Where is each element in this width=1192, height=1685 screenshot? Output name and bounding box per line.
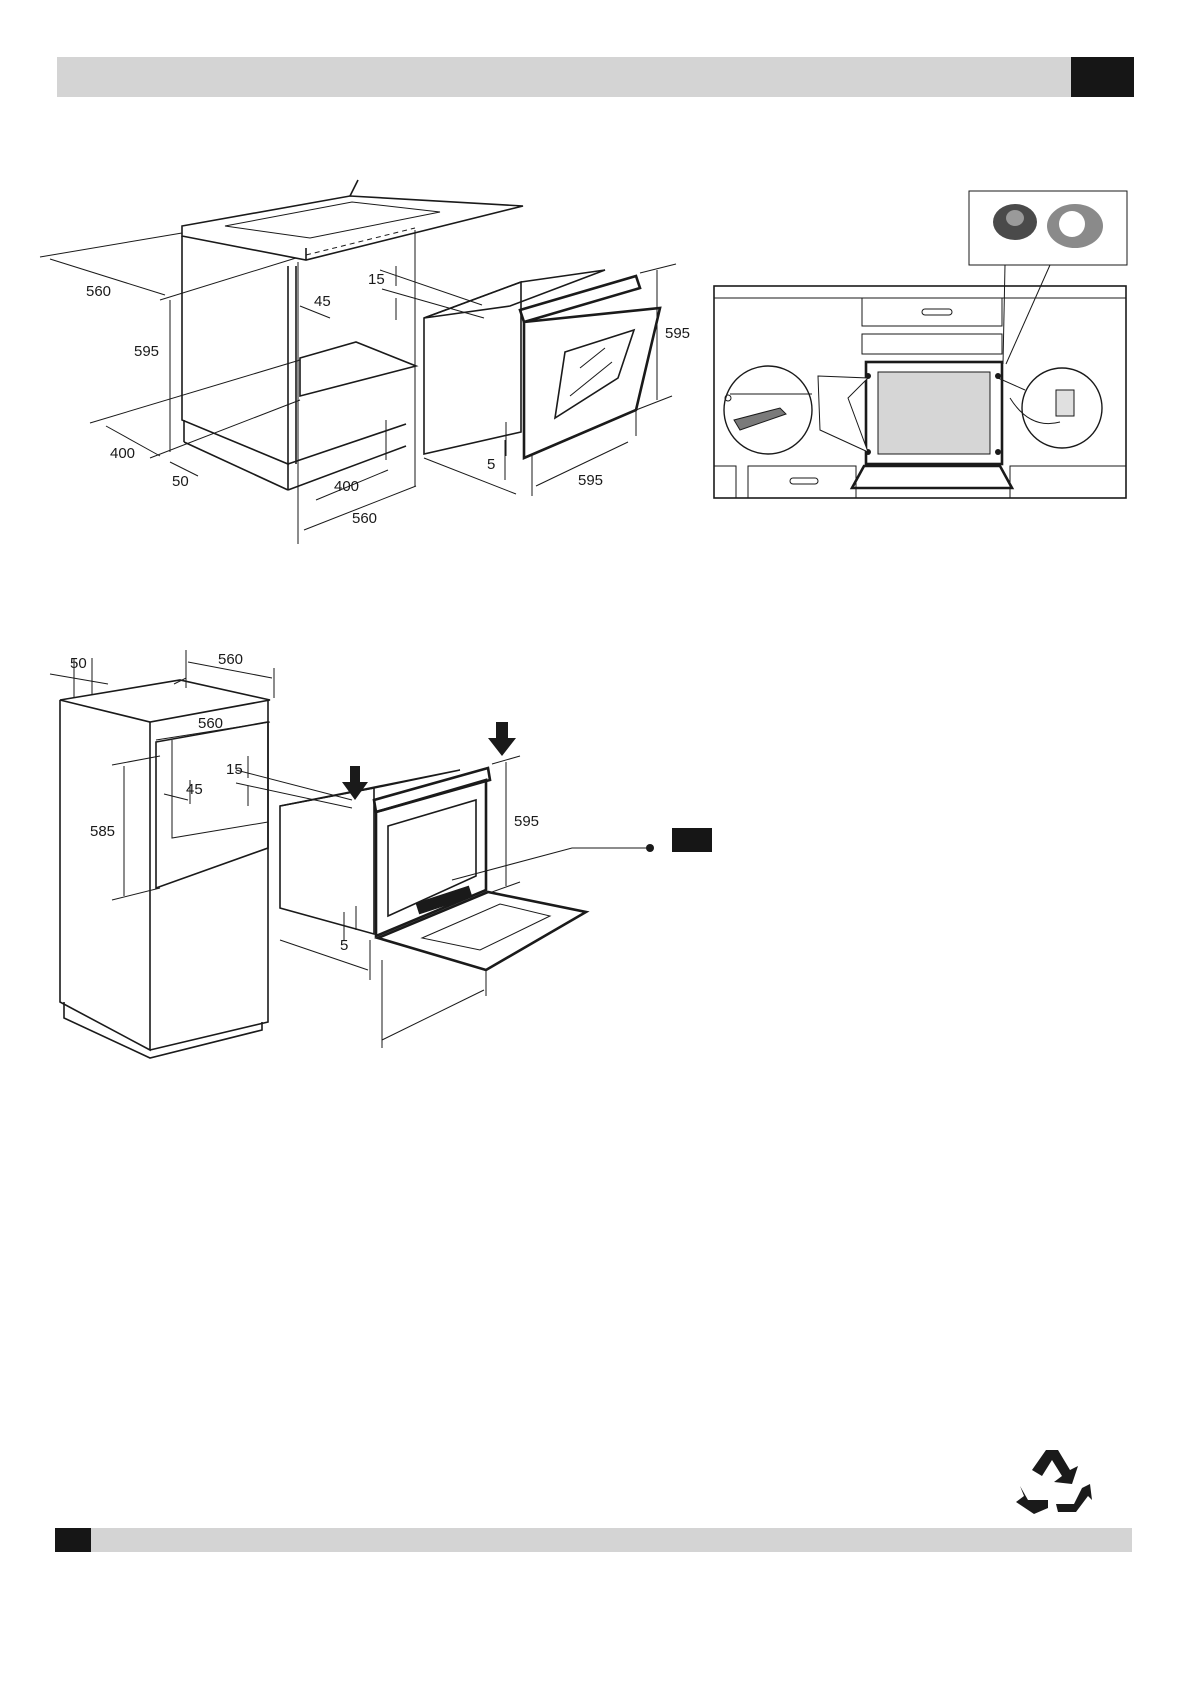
dim-cabinet-height: 595	[134, 343, 159, 360]
dim-column-gap-top: 15	[226, 761, 243, 778]
worktop-edge	[350, 180, 358, 196]
oven-2	[280, 768, 586, 970]
dim-oven-2-bottom-gap: 5	[340, 937, 348, 954]
dim-bottom-depth: 400	[110, 445, 135, 462]
dim-column-depth: 560	[218, 651, 243, 668]
dim-oven-2-height: 595	[514, 813, 539, 830]
fixing-detail-diagram	[714, 191, 1127, 498]
dim-oven-1-bottom-gap: 5	[487, 456, 495, 473]
dim-niche-height: 585	[90, 823, 115, 840]
down-arrow-icon	[488, 722, 516, 756]
dim-niche-width: 560	[198, 715, 223, 732]
oven-2-door-open	[378, 892, 586, 970]
dim-plinth: 50	[172, 473, 189, 490]
column-niche	[156, 722, 268, 888]
worktop-cutout	[225, 202, 440, 238]
oven-1-window	[555, 330, 634, 418]
fixing-oven-door-open	[852, 466, 1012, 488]
oven-1-door	[524, 308, 660, 458]
screw-detail-callout	[724, 366, 812, 454]
dim-side-gap: 45	[314, 293, 331, 310]
cabinet-side	[182, 236, 288, 464]
callout-leader	[452, 848, 650, 880]
drawer-top	[862, 298, 1002, 326]
worktop	[182, 196, 523, 260]
dim-rear-gap: 50	[70, 655, 87, 672]
dim-worktop-depth: 560	[86, 283, 111, 300]
dim-niche-inner-depth: 400	[334, 478, 359, 495]
oven-2-frame	[376, 780, 486, 936]
recycle-icon	[1016, 1450, 1092, 1514]
dim-niche-depth: 560	[352, 510, 377, 527]
cabinet-shelf	[300, 342, 416, 396]
down-arrow-icon-2	[342, 766, 368, 800]
oven-2-body	[280, 788, 374, 934]
callout-label-box	[672, 828, 712, 852]
column-diagram: 50 560 560 15 45 585 595 5	[50, 650, 712, 1058]
oven-1	[424, 270, 660, 458]
dim-column-side-gap: 45	[186, 781, 203, 798]
dim-oven-1-depth: 595	[578, 472, 603, 489]
dim-oven-1-height: 595	[665, 325, 690, 342]
oven-2-panel	[374, 768, 490, 812]
undercounter-diagram: 560 595 400 50 400 560 15 45 595 5	[40, 180, 690, 544]
dim-gap-top: 15	[368, 271, 385, 288]
